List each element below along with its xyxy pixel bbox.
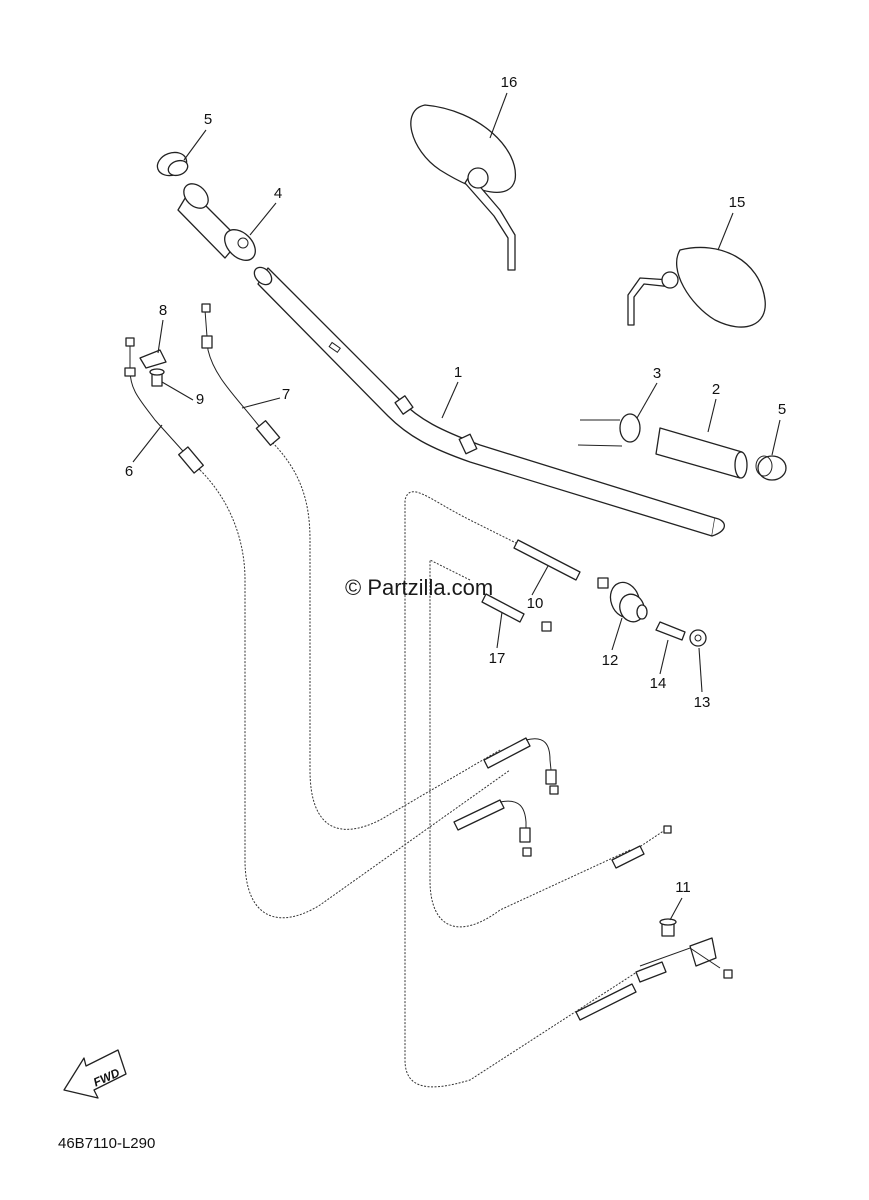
nut-13	[689, 629, 707, 647]
handlebar	[253, 266, 726, 537]
label-9: 9	[196, 391, 204, 408]
grip-right	[577, 413, 787, 481]
diagram-code: 46B7110-L290	[58, 1135, 155, 1152]
label-14: 14	[650, 675, 667, 692]
cable-10	[513, 539, 609, 589]
label-15: 15	[729, 194, 746, 211]
label-2: 2	[712, 381, 720, 398]
screw-9	[149, 368, 165, 387]
label-4: 4	[274, 185, 282, 202]
label-10: 10	[527, 595, 544, 612]
label-5a: 5	[204, 111, 212, 128]
label-1: 1	[454, 364, 462, 381]
cable-end-7	[201, 303, 281, 446]
bolt-14	[655, 621, 686, 641]
label-3: 3	[653, 365, 661, 382]
label-6: 6	[125, 463, 133, 480]
clamp-8	[139, 349, 167, 369]
label-12: 12	[602, 652, 619, 669]
label-16: 16	[501, 74, 518, 91]
lower-fittings	[453, 737, 672, 869]
cable-end-6	[124, 337, 204, 474]
mirror-right	[627, 246, 766, 328]
label-5b: 5	[778, 401, 786, 418]
adjuster-12	[609, 581, 648, 623]
fwd-arrow-icon: FWD	[63, 1049, 127, 1099]
label-7: 7	[282, 386, 290, 403]
mirror-left	[410, 104, 516, 271]
label-11: 11	[675, 879, 691, 896]
grip-end-left	[156, 151, 189, 177]
label-13: 13	[694, 694, 711, 711]
throttle-grip	[177, 183, 256, 261]
label-17: 17	[489, 650, 506, 667]
part-labels: 1 2 3 4 5 5 6 7 8 9 10 11 12 13 14 15 16…	[125, 74, 786, 921]
watermark: © Partzilla.com	[345, 575, 493, 600]
cable-17	[481, 593, 552, 632]
lower-bracket-11	[575, 918, 733, 1021]
cable-routing	[199, 439, 666, 1088]
label-8: 8	[159, 302, 167, 319]
